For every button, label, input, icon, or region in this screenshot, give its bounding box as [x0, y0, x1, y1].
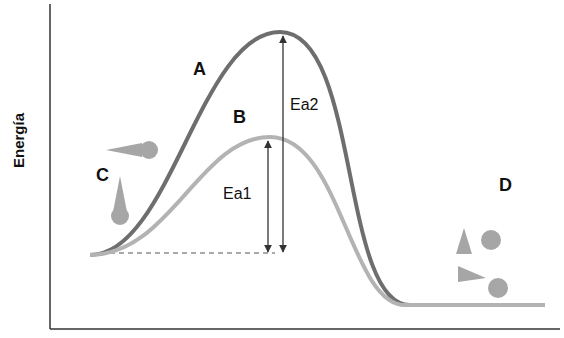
products-label: D	[498, 176, 513, 194]
catalysed-curve	[90, 137, 545, 305]
y-axis	[49, 4, 51, 329]
reactant-molecules	[106, 141, 158, 225]
ea1-arrow	[267, 141, 268, 252]
axis-label: Energía	[12, 111, 27, 168]
curve-label: B	[232, 108, 247, 126]
curve-label: A	[192, 60, 207, 78]
product-molecules	[456, 228, 508, 298]
reactant-level	[110, 252, 275, 253]
energy-label: Ea2	[289, 97, 319, 113]
x-axis	[50, 328, 560, 330]
uncatalysed-curve	[90, 32, 545, 305]
reactants-label: C	[95, 166, 110, 184]
ea2-arrow	[282, 36, 283, 252]
energy-label: Ea1	[222, 186, 252, 202]
